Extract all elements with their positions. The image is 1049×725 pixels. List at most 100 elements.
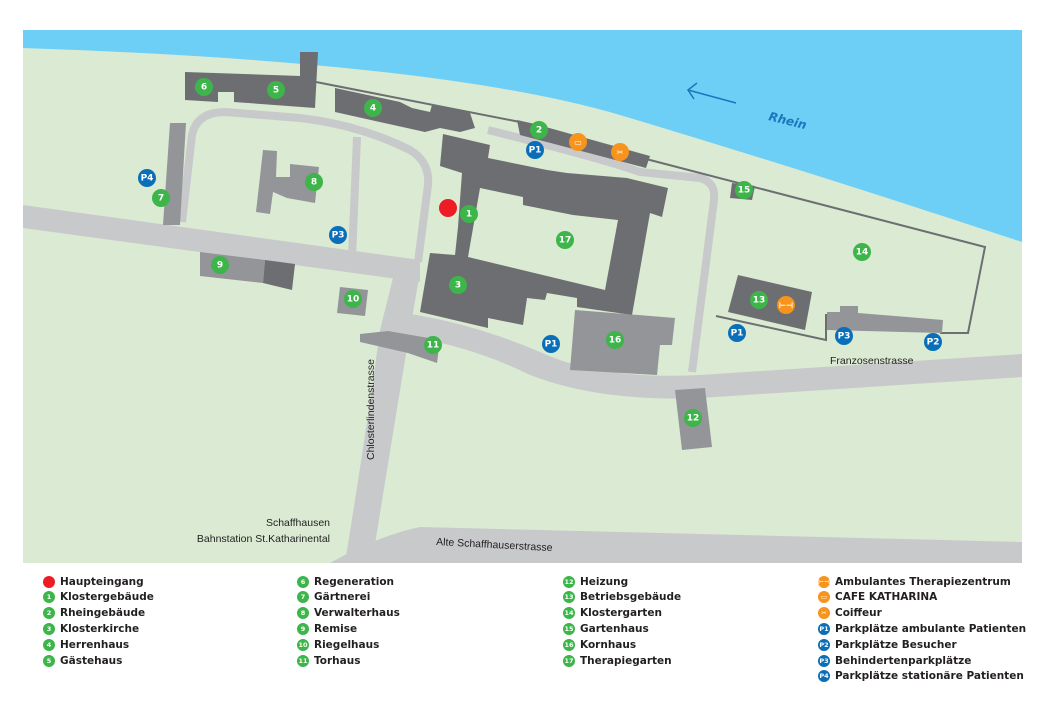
building-marker-6-circle xyxy=(195,78,213,96)
fences xyxy=(315,81,987,342)
legend-item: ⊢⊣Ambulantes Therapiezentrum xyxy=(818,574,1011,589)
entrance-marker-icon xyxy=(43,575,55,588)
legend-item: 10 Riegelhaus xyxy=(297,637,379,652)
building-marker-16-circle xyxy=(606,331,624,349)
parking-marker-p1-label: P1 xyxy=(545,340,558,350)
legend-label: Betriebsgebäude xyxy=(580,591,682,604)
legend-item: 7 Gärtnerei xyxy=(297,590,370,605)
building-marker-13-circle xyxy=(750,291,768,309)
blue-marker-icon: P2 xyxy=(818,638,830,651)
cafe-icon: ▭ xyxy=(574,138,582,147)
parking-marker-p4-circle xyxy=(138,169,156,187)
road-west xyxy=(23,205,420,282)
green-marker-icon: 13 xyxy=(563,591,575,604)
building-marker-1[interactable]: 1 xyxy=(460,205,478,223)
building-marker-7[interactable]: 7 xyxy=(152,189,170,207)
buildings xyxy=(163,52,943,450)
building-marker-3[interactable]: 3 xyxy=(449,276,467,294)
parking-marker-p1-label: P1 xyxy=(529,146,542,156)
parking-marker-p1[interactable]: P1 xyxy=(542,335,560,353)
legend-label: Herrenhaus xyxy=(60,638,130,651)
parking-marker-p1-circle xyxy=(526,141,544,159)
building-marker-15-circle xyxy=(735,181,753,199)
building-marker-1-label: 1 xyxy=(466,210,472,220)
building-marker-8-label: 8 xyxy=(311,178,317,188)
legend-item: 14 Klostergarten xyxy=(563,606,662,621)
green-marker-icon: 17 xyxy=(563,654,575,667)
main-entrance-marker[interactable] xyxy=(439,199,457,217)
building-marker-9[interactable]: 9 xyxy=(211,256,229,274)
building-marker-14[interactable]: 14 xyxy=(853,243,871,261)
cafe-marker[interactable]: ▭ xyxy=(569,133,587,151)
parking-marker-p3[interactable]: P3 xyxy=(835,327,853,345)
building-marker-4[interactable]: 4 xyxy=(364,99,382,117)
therapy-marker[interactable]: ⊢⊣ xyxy=(777,296,795,314)
building-marker-2[interactable]: 2 xyxy=(530,121,548,139)
building-marker-16[interactable]: 16 xyxy=(606,331,624,349)
building-marker-4-label: 4 xyxy=(370,104,376,114)
green-marker-icon: 7 xyxy=(297,591,309,604)
building-marker-10-label: 10 xyxy=(347,295,360,305)
orange-marker-icon: ✂ xyxy=(818,607,830,620)
building-marker-5-circle xyxy=(267,81,285,99)
building-marker-11-circle xyxy=(424,336,442,354)
building-9b xyxy=(263,260,295,290)
building-marker-6[interactable]: 6 xyxy=(195,78,213,96)
legend-label: Parkplätze Besucher xyxy=(835,638,957,651)
legend-label: Parkplätze stationäre Patienten xyxy=(835,670,1024,683)
parking-marker-p2[interactable]: P2 xyxy=(924,333,942,351)
green-marker-icon: 1 xyxy=(43,591,55,604)
street-label-chlosterlindenstrasse: Chlosterlindenstrasse xyxy=(365,359,377,460)
building-marker-12[interactable]: 12 xyxy=(684,409,702,427)
legend-label: Klostergebäude xyxy=(60,591,154,604)
legend-item: ✂Coiffeur xyxy=(818,606,882,621)
green-marker-icon: 10 xyxy=(297,638,309,651)
legend-label: Klostergarten xyxy=(580,607,662,620)
orange-marker-icon: ⊢⊣ xyxy=(818,575,830,588)
building-5-6 xyxy=(185,52,318,108)
parking-marker-p3[interactable]: P3 xyxy=(329,226,347,244)
building-marker-15[interactable]: 15 xyxy=(735,181,753,199)
building-marker-16-label: 16 xyxy=(609,336,622,346)
legend-label: Regeneration xyxy=(314,575,395,588)
building-marker-5[interactable]: 5 xyxy=(267,81,285,99)
building-marker-13[interactable]: 13 xyxy=(750,291,768,309)
legend-label: Haupteingang xyxy=(60,575,144,588)
building-marker-11[interactable]: 11 xyxy=(424,336,442,354)
green-marker-icon: 16 xyxy=(563,638,575,651)
building-marker-8[interactable]: 8 xyxy=(305,173,323,191)
legend-label: Heizung xyxy=(580,575,629,588)
legend-label: Gärtnerei xyxy=(314,591,371,604)
parking-marker-p2-label: P2 xyxy=(927,338,940,348)
parking-marker-p1[interactable]: P1 xyxy=(728,324,746,342)
building-marker-10[interactable]: 10 xyxy=(344,290,362,308)
building-marker-14-circle xyxy=(853,243,871,261)
coiffeur-marker[interactable]: ✂ xyxy=(611,143,629,161)
legend-label: Parkplätze ambulante Patienten xyxy=(835,622,1027,635)
blue-marker-icon: P1 xyxy=(818,622,830,635)
legend-label: Riegelhaus xyxy=(314,638,380,651)
parking-marker-p4[interactable]: P4 xyxy=(138,169,156,187)
green-marker-icon: 14 xyxy=(563,607,575,620)
cafe-marker-circle xyxy=(569,133,587,151)
street-label-franzosenstrasse: Franzosenstrasse xyxy=(830,355,914,367)
parking-marker-p3-label: P3 xyxy=(332,231,345,241)
direction-label-schaffhausen: Schaffhausen xyxy=(266,517,330,529)
legend-item: P2 Parkplätze Besucher xyxy=(818,637,957,652)
building-marker-3-circle xyxy=(449,276,467,294)
parking-marker-p1[interactable]: P1 xyxy=(526,141,544,159)
building-marker-17[interactable]: 17 xyxy=(556,231,574,249)
building-marker-1-circle xyxy=(460,205,478,223)
paths xyxy=(178,107,719,373)
legend-item: 1 Klostergebäude xyxy=(43,590,154,605)
